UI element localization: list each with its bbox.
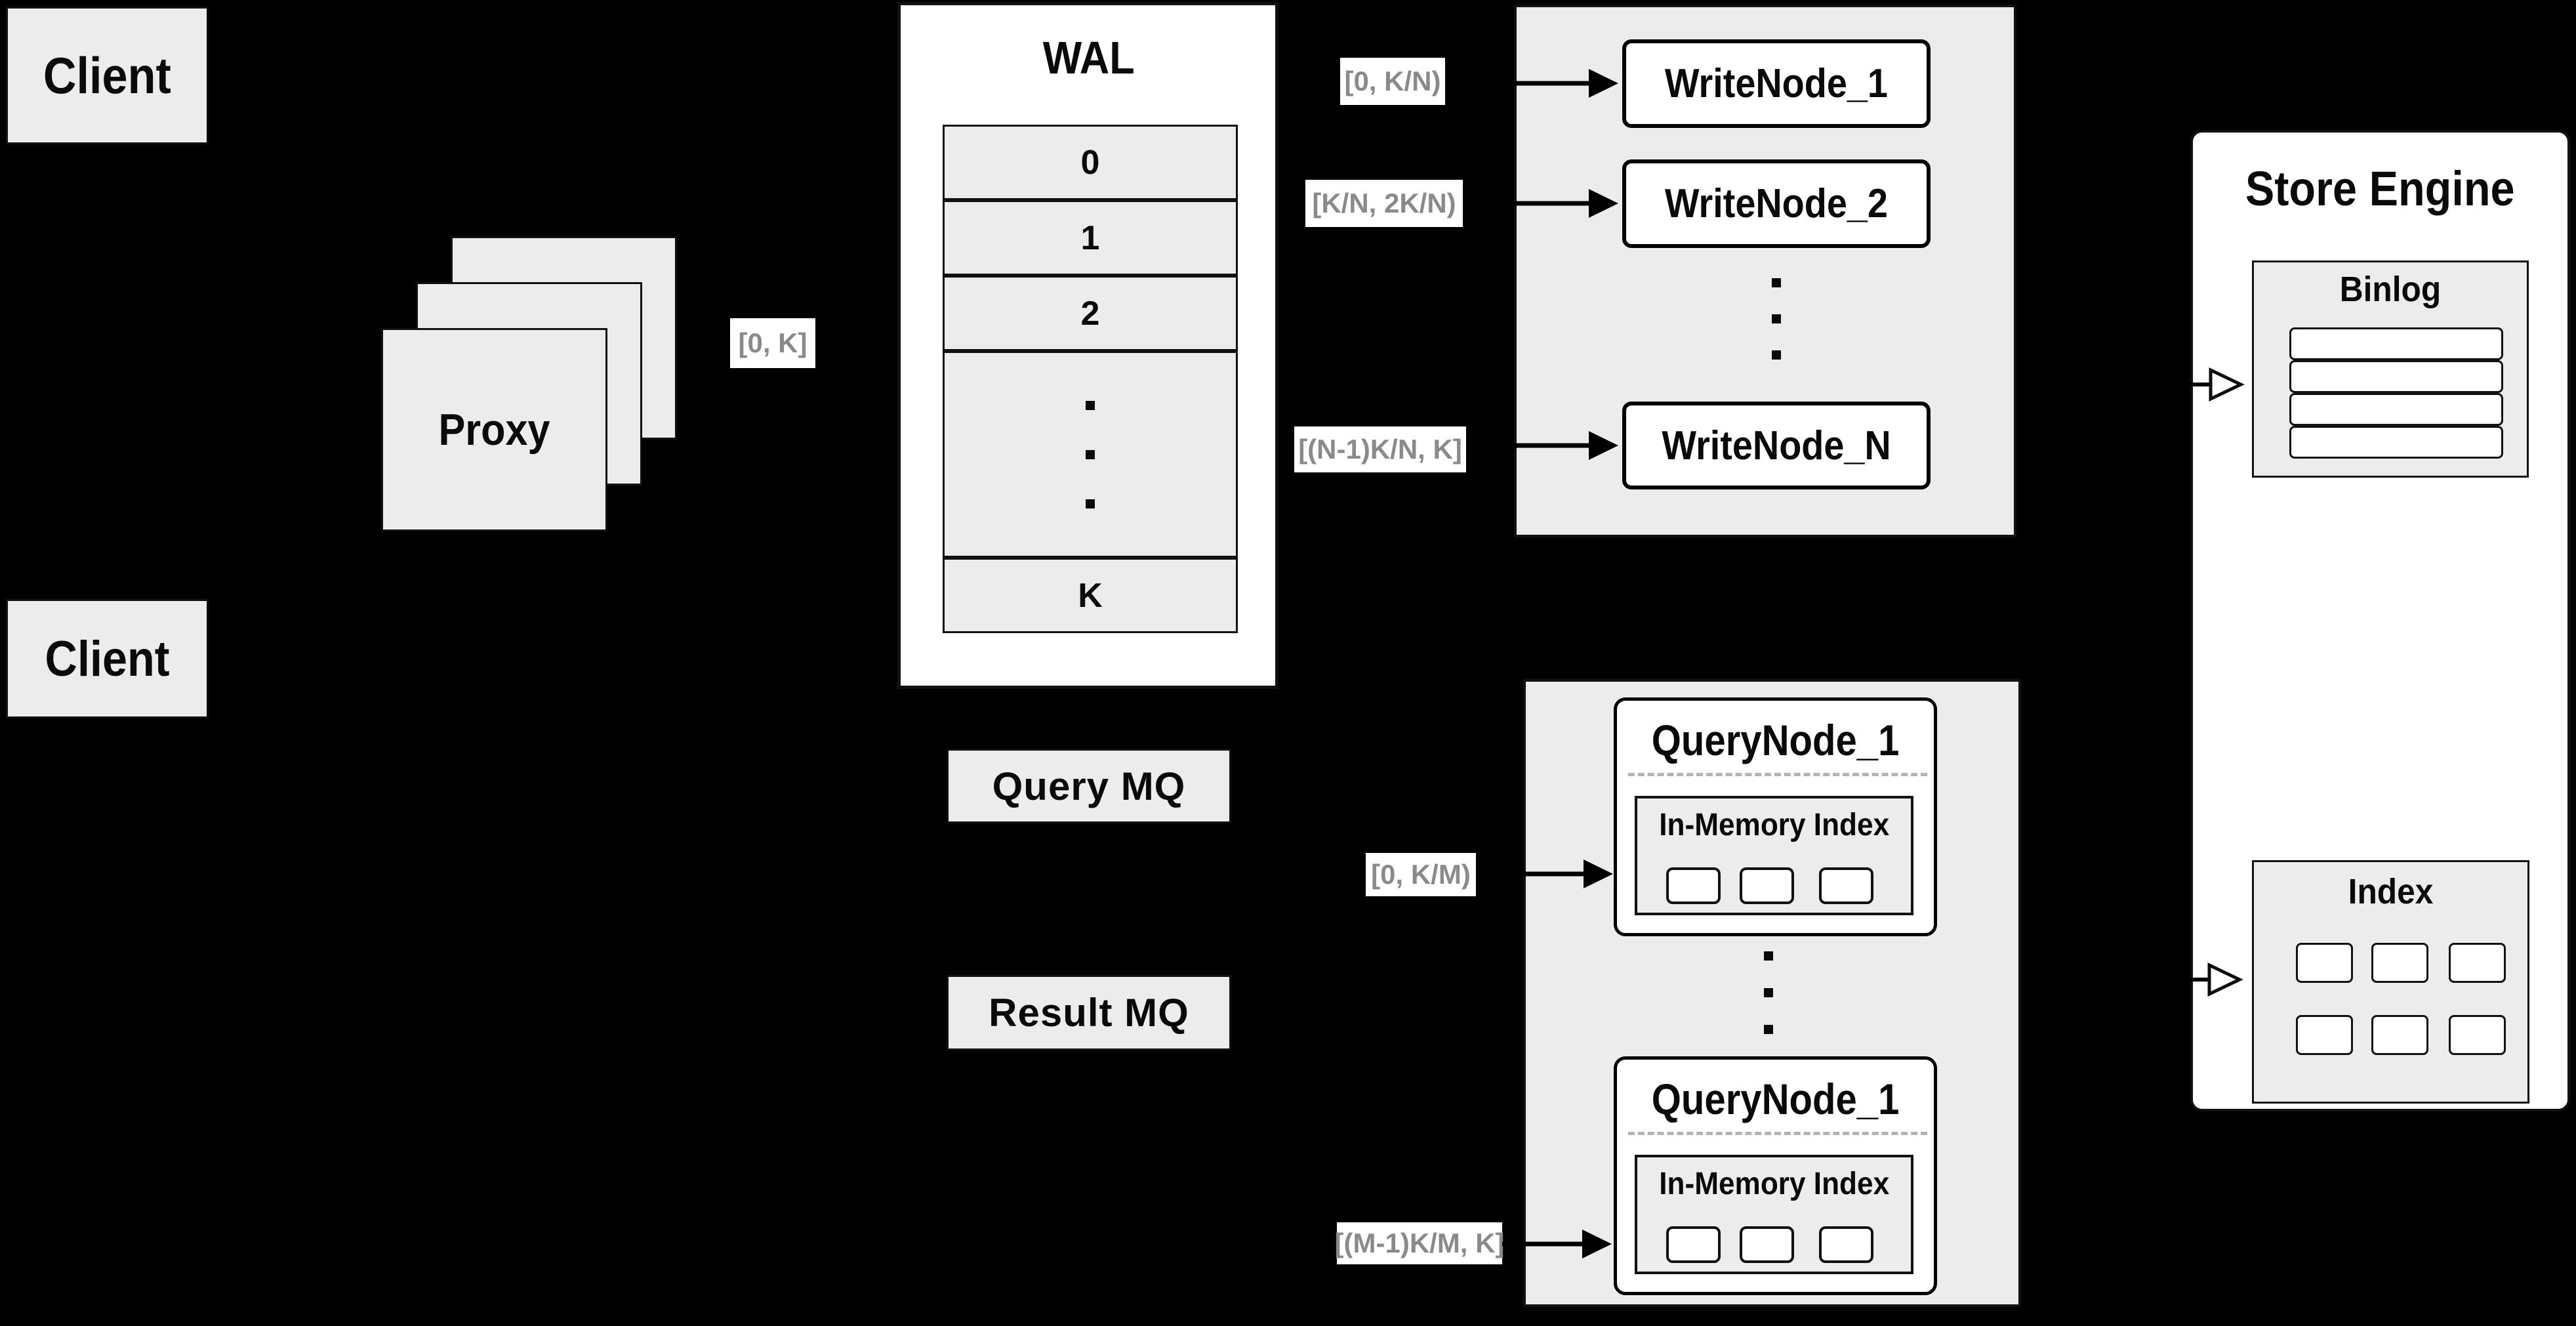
wal-slot-k: K <box>943 558 1238 633</box>
wal-slot-label: 1 <box>1080 218 1100 257</box>
index-segment <box>2449 943 2506 983</box>
index-title: Index <box>2348 872 2434 911</box>
binlog-title-area: Binlog <box>2254 268 2527 311</box>
memory-segment <box>1740 1226 1794 1263</box>
query-node-title: QueryNode_1 <box>1651 1075 1900 1123</box>
index-segment <box>2371 1015 2428 1055</box>
write-node-n: WriteNode_N <box>1622 402 1931 489</box>
ellipsis-dot <box>1772 278 1781 287</box>
range-label-n1kn-k: [(N-1)K/N, K] <box>1294 426 1466 472</box>
write-node-1: WriteNode_1 <box>1622 39 1931 128</box>
ellipsis-dot <box>1764 1025 1773 1034</box>
ellipsis-dot <box>1772 314 1781 323</box>
client-label: Client <box>45 631 170 687</box>
arrow-right-icon <box>1466 431 1618 460</box>
result-mq-label: Result MQ <box>989 991 1189 1035</box>
wal-title-area: WAL <box>901 28 1277 87</box>
range-label-text: [0, K/M) <box>1371 859 1471 890</box>
arrow-right-icon <box>1445 69 1618 98</box>
query-node-title: QueryNode_1 <box>1651 716 1900 764</box>
in-memory-index-box: In-Memory Index <box>1635 1155 1913 1274</box>
ellipsis-dot <box>1772 350 1781 360</box>
wal-slot-label: 2 <box>1080 294 1100 333</box>
memory-segment <box>1819 1226 1873 1263</box>
range-label-m1km-k: [(M-1)K/M, K] <box>1334 1222 1505 1264</box>
memory-segment <box>1666 1226 1721 1263</box>
write-node-label: WriteNode_N <box>1662 423 1891 468</box>
vertical-ellipsis-icon <box>1772 278 1781 360</box>
vertical-ellipsis-icon <box>1086 400 1095 508</box>
result-mq-box: Result MQ <box>947 975 1231 1050</box>
binlog-row <box>2289 426 2503 459</box>
index-segment <box>2449 1015 2506 1055</box>
in-memory-index-title: In-Memory Index <box>1659 807 1889 842</box>
binlog-box: Binlog <box>2252 260 2529 478</box>
memory-segment <box>1666 867 1721 904</box>
range-label-0-kn: [0, K/N) <box>1340 58 1445 105</box>
wal-slot-1: 1 <box>943 200 1238 276</box>
proxy-card-front: Proxy <box>381 328 607 531</box>
arrow-right-icon <box>1502 1230 1612 1258</box>
memory-segment <box>1740 867 1794 904</box>
range-label-text: [K/N, 2K/N) <box>1312 188 1456 218</box>
wal-title: WAL <box>1042 32 1135 83</box>
wal-slot-label: K <box>1078 576 1103 615</box>
range-label-0-km: [0, K/M) <box>1366 853 1476 896</box>
ellipsis-dot <box>1764 988 1773 997</box>
ellipsis-dot <box>1764 951 1773 961</box>
vertical-ellipsis-icon <box>1764 951 1773 1034</box>
binlog-row <box>2289 327 2503 360</box>
query-node-bottom: QueryNode_1 In-Memory Index <box>1614 1056 1937 1295</box>
in-memory-title-area: In-Memory Index <box>1637 1161 1911 1207</box>
query-node-title-area: QueryNode_1 <box>1617 711 1934 770</box>
client-box-bottom: Client <box>6 599 209 718</box>
range-label-0-k: [0, K] <box>730 318 815 368</box>
divider <box>1628 773 1927 776</box>
wal-slot-ellipsis <box>943 351 1238 558</box>
store-engine-title: Store Engine <box>2245 161 2515 216</box>
wal-slot-label: 0 <box>1080 143 1100 182</box>
write-node-label: WriteNode_2 <box>1664 181 1889 226</box>
ellipsis-dot <box>1086 449 1095 459</box>
open-arrow-right-icon <box>2148 963 2243 997</box>
index-segment <box>2296 1015 2353 1055</box>
ellipsis-dot <box>1086 499 1095 508</box>
query-mq-label: Query MQ <box>992 764 1186 808</box>
proxy-label: Proxy <box>438 405 550 455</box>
wal-slot-0: 0 <box>943 125 1238 200</box>
range-label-kn-2kn: [K/N, 2K/N) <box>1305 180 1463 227</box>
in-memory-index-title: In-Memory Index <box>1659 1166 1889 1201</box>
arrow-right-icon <box>1476 860 1613 888</box>
range-label-text: [0, K/N) <box>1344 66 1441 96</box>
client-box-top: Client <box>6 7 209 144</box>
index-segment <box>2371 943 2428 983</box>
write-node-2: WriteNode_2 <box>1622 159 1931 248</box>
write-node-label: WriteNode_1 <box>1664 61 1889 106</box>
binlog-row <box>2289 360 2503 393</box>
open-arrow-right-icon <box>2150 367 2245 402</box>
query-node-top: QueryNode_1 In-Memory Index <box>1614 697 1937 936</box>
memory-segment <box>1819 867 1873 904</box>
index-box: Index <box>2252 860 2529 1104</box>
index-title-area: Index <box>2254 870 2527 913</box>
ellipsis-dot <box>1086 400 1095 410</box>
arrow-right-icon <box>1463 189 1618 218</box>
binlog-title: Binlog <box>2339 270 2442 309</box>
client-label: Client <box>43 46 171 104</box>
index-segment <box>2296 943 2353 983</box>
query-mq-box: Query MQ <box>947 749 1231 823</box>
query-node-title-area: QueryNode_1 <box>1617 1069 1934 1129</box>
range-label-text: [(N-1)K/N, K] <box>1298 434 1462 465</box>
range-label-text: [(M-1)K/M, K] <box>1334 1228 1505 1258</box>
range-label-text: [0, K] <box>738 327 808 358</box>
store-engine-box: Store Engine Binlog Index <box>2190 130 2570 1111</box>
in-memory-title-area: In-Memory Index <box>1637 802 1911 848</box>
in-memory-index-box: In-Memory Index <box>1635 796 1913 915</box>
store-engine-title-area: Store Engine <box>2193 159 2567 218</box>
divider <box>1628 1132 1927 1135</box>
binlog-row <box>2289 393 2503 426</box>
wal-slot-2: 2 <box>943 276 1238 351</box>
